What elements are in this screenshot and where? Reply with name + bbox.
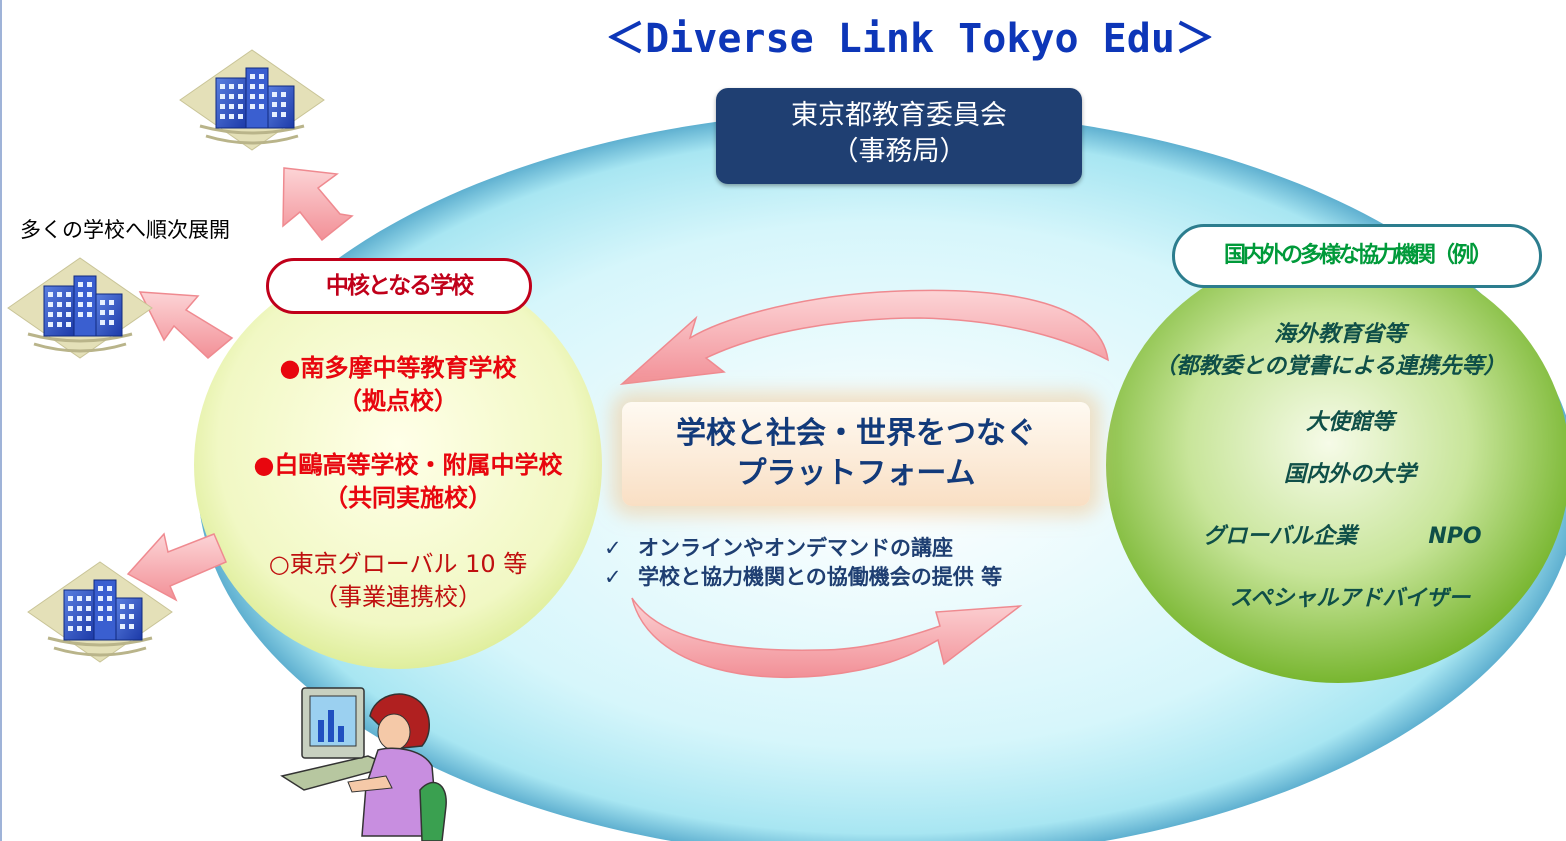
board-of-education-box: 東京都教育委員会 （事務局） [716, 88, 1082, 184]
student-computer-icon [280, 687, 447, 841]
platform-box: 学校と社会・世界をつなぐ プラットフォーム [622, 402, 1090, 506]
arrow-schools-to-partners [631, 597, 1023, 679]
partners-circle [1106, 247, 1566, 683]
core-schools-circle [194, 261, 602, 669]
checkmark-icon: ✓ [604, 536, 622, 560]
list-item: ✓ オンラインやオンデマンドの講座 [604, 534, 1002, 563]
arrow-expand-middle [138, 291, 234, 360]
partners-label: 国内外の多様な協力機関（例） [1172, 224, 1542, 288]
services-list: ✓ オンラインやオンデマンドの講座 ✓ 学校と協力機関との協働機会の提供 等 [604, 534, 1002, 592]
platform-line2: プラットフォーム [736, 456, 976, 491]
service-text: 学校と協力機関との協働機会の提供 等 [638, 565, 1003, 589]
school-role: （事業連携校） [314, 583, 482, 611]
core-schools-label: 中核となる学校 [266, 258, 532, 314]
school-role: （共同実施校） [324, 484, 492, 512]
school-entry-joint: ●白鷗高等学校・附属中学校 （共同実施校） [198, 449, 618, 515]
list-item: ✓ 学校と協力機関との協働機会の提供 等 [604, 563, 1002, 592]
spread-label: 多くの学校へ順次展開 [20, 218, 230, 242]
board-secretariat: （事務局） [831, 136, 967, 167]
platform-line1: 学校と社会・世界をつなぐ [676, 416, 1036, 451]
partner-npo: NPO [1428, 524, 1482, 549]
partner-universities: 国内外の大学 [1283, 462, 1416, 487]
partner-ministries-note: （都教委との覚書による連携先等） [1154, 354, 1506, 379]
school-entry-partner: ○東京グローバル 10 等 （事業連携校） [188, 548, 608, 614]
partner-advisers: スペシャルアドバイザー [1229, 586, 1471, 611]
partner-ministries: 海外教育省等 [1273, 322, 1406, 347]
school-name: ●白鷗高等学校・附属中学校 [253, 451, 563, 479]
arrow-expand-bottom [126, 532, 227, 602]
school-name: ○東京グローバル 10 等 [268, 550, 528, 578]
school-entry-hub: ●南多摩中等教育学校 （拠点校） [188, 352, 608, 418]
diagram-title: ＜Diverse Link Tokyo Edu＞ [605, 16, 1215, 62]
school-building-icon [178, 48, 326, 152]
checkmark-icon: ✓ [604, 565, 622, 589]
service-text: オンラインやオンデマンドの講座 [638, 536, 953, 560]
school-role: （拠点校） [338, 387, 458, 415]
arrow-partners-to-schools [619, 289, 1109, 386]
arrow-expand-top [282, 167, 354, 242]
partner-embassies: 大使館等 [1305, 410, 1394, 435]
school-name: ●南多摩中等教育学校 [279, 354, 517, 382]
board-name: 東京都教育委員会 [791, 100, 1007, 131]
school-building-icon [6, 256, 154, 360]
partner-global-companies: グローバル企業 [1203, 524, 1357, 549]
